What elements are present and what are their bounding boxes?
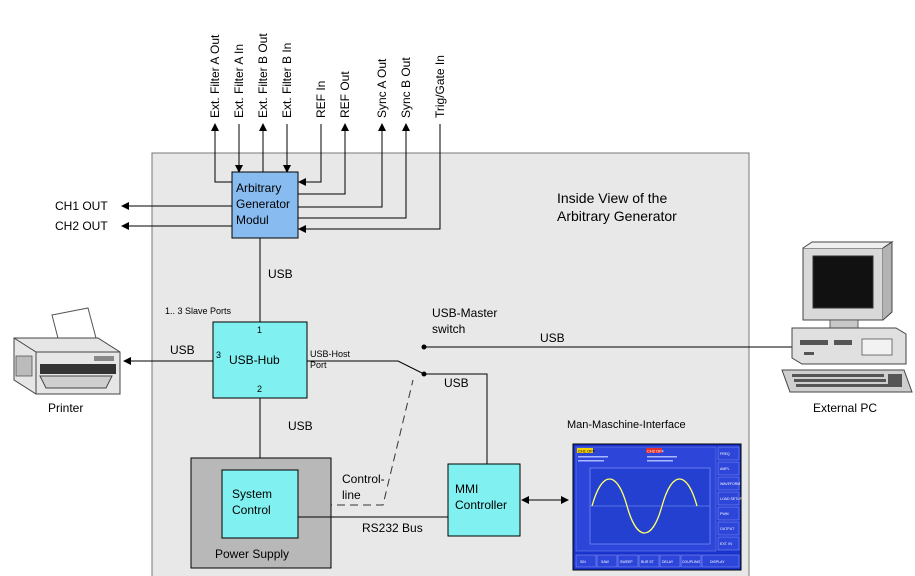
- mmi-header-right: CH2 OFF: [647, 449, 665, 454]
- usb-master-switch-line1: USB-Master: [432, 306, 497, 320]
- mmi-bottom-btn-3: SWEEP: [620, 560, 633, 564]
- mmi-display: CH1 OFF CH2 OFF FREQ AMPL WAVEFORM LOAD …: [573, 444, 743, 570]
- mmi-header-left: CH1 OFF: [578, 449, 596, 454]
- usb-master-switch-line2: switch: [432, 322, 465, 336]
- ch1-out-label: CH1 OUT: [55, 199, 108, 213]
- host-port-line1: USB-Host: [310, 349, 351, 359]
- mmi-bottom-btn-5: DELAY: [662, 560, 674, 564]
- mmi-bottom-btn-4: BUR ST: [641, 560, 655, 564]
- port-label-sync-b-out: Sync B Out: [399, 57, 413, 118]
- power-supply-label: Power Supply: [215, 547, 289, 561]
- mmi-side-btn-1: FREQ: [720, 452, 730, 456]
- usb-label-pc: USB: [540, 331, 565, 345]
- mmi-side-buttons: FREQ AMPL WAVEFORM LOAD SETUP PWM OUTPUT…: [718, 447, 743, 550]
- mmi-controller-line2: Controller: [455, 498, 507, 512]
- inside-title-line1: Inside View of the: [557, 190, 667, 206]
- mmi-side-btn-5: PWM: [720, 512, 729, 516]
- usb-hub-label: USB-Hub: [229, 353, 280, 367]
- mmi-bottom-btn-7: DISPLAY: [710, 560, 725, 564]
- port-label-sync-a-out: Sync A Out: [375, 58, 389, 118]
- hub-port-2: 2: [257, 384, 262, 394]
- mmi-controller-line1: MMI: [455, 482, 478, 496]
- arb-module-line2: Generator: [236, 197, 290, 211]
- hub-port-1: 1: [257, 325, 262, 335]
- usb-label-arb-hub: USB: [268, 267, 293, 281]
- port-label-ref-out: REF Out: [338, 71, 352, 118]
- mmi-bottom-buttons: SIN SAW SWEEP BUR ST DELAY COUPLING DISP…: [576, 555, 739, 567]
- port-label-ref-in: REF In: [314, 81, 328, 118]
- top-port-labels: Ext. Filter A Out Ext. Filter A In Ext. …: [208, 33, 447, 118]
- mmi-bottom-btn-2: SAW: [601, 560, 610, 564]
- port-label-ext-filter-a-out: Ext. Filter A Out: [208, 34, 222, 118]
- usb-label-power: USB: [288, 419, 313, 433]
- printer-label: Printer: [48, 401, 83, 415]
- mmi-side-btn-2: AMPL: [720, 467, 730, 471]
- hub-port-3: 3: [216, 350, 221, 360]
- system-control-line1: System: [232, 487, 272, 501]
- arb-module-line1: Arbitrary: [236, 181, 281, 195]
- port-label-ext-filter-a-in: Ext. Filter A In: [232, 44, 246, 118]
- mmi-side-btn-4: LOAD SETUP: [720, 497, 743, 501]
- control-line-label-1: Control-: [342, 472, 385, 486]
- mmi-side-btn-3: WAVEFORM: [720, 482, 740, 486]
- external-pc-label: External PC: [813, 401, 877, 415]
- system-control-line2: Control: [232, 503, 271, 517]
- mmi-side-btn-6: OUTPUT: [720, 527, 735, 531]
- arb-module-line3: Modul: [236, 213, 269, 227]
- usb-label-printer: USB: [170, 343, 195, 357]
- mmi-title: Man-Maschine-Interface: [567, 419, 686, 431]
- external-pc-icon: [782, 242, 912, 392]
- control-line-label-2: line: [342, 488, 361, 502]
- port-label-ext-filter-b-out: Ext. Filter B Out: [256, 33, 270, 118]
- port-label-trig-gate-in: Trig/Gate In: [433, 55, 447, 118]
- inside-title-line2: Arbitrary Generator: [557, 208, 677, 224]
- mmi-side-btn-7: EXT. IN: [720, 542, 732, 546]
- rs232-label: RS232 Bus: [362, 521, 423, 535]
- mmi-bottom-btn-1: SIN: [580, 560, 586, 564]
- mmi-bottom-btn-6: COUPLING: [682, 560, 701, 564]
- slave-ports-label: 1.. 3 Slave Ports: [165, 306, 232, 316]
- ch2-out-label: CH2 OUT: [55, 219, 108, 233]
- port-label-ext-filter-b-in: Ext. Filter B In: [280, 43, 294, 118]
- usb-label-mmi: USB: [444, 376, 469, 390]
- printer-icon: [14, 308, 120, 394]
